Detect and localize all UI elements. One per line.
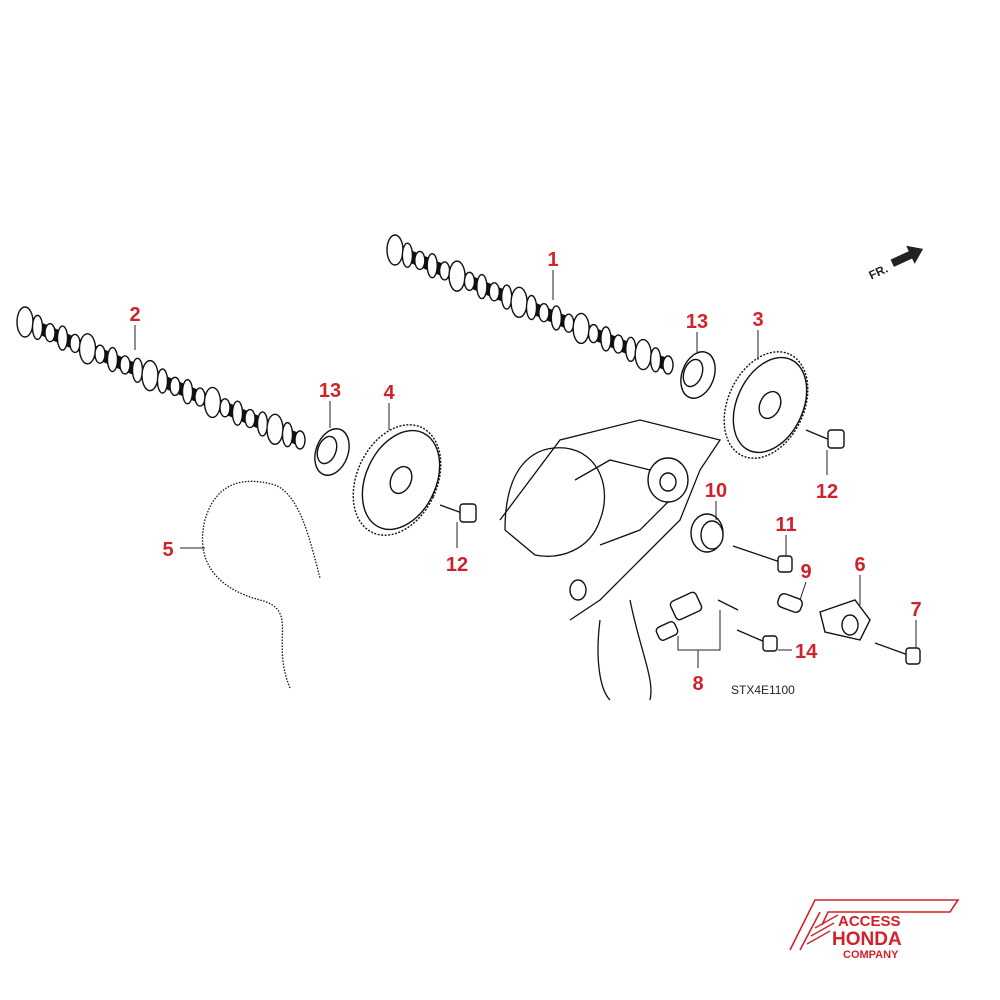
cam-lobe: [438, 261, 451, 281]
cam-lobe: [587, 323, 600, 344]
cam-lobe: [194, 387, 206, 407]
cam-lobe: [31, 314, 44, 341]
cam-lobe: [634, 338, 652, 371]
cam-lobe: [401, 242, 414, 268]
callout-8: 8: [692, 673, 703, 695]
cam-lobe: [426, 252, 438, 279]
callout-4: 4: [383, 382, 395, 404]
svg-text:COMPANY: COMPANY: [843, 949, 899, 961]
cam-lobe: [169, 376, 181, 397]
cam-lobe: [156, 368, 169, 394]
bolt-7[interactable]: [874, 642, 921, 665]
cam-lobe: [612, 334, 625, 354]
cam-lobe: [386, 234, 404, 266]
cam-lobe: [256, 411, 269, 437]
cam-lobe: [44, 323, 56, 343]
cam-lobe: [181, 379, 194, 405]
callout-7: 7: [910, 599, 921, 621]
cam-lobe: [662, 355, 674, 375]
bolt-14[interactable]: [736, 629, 778, 652]
cam-lobe: [16, 306, 34, 338]
callout-12-right: 12: [816, 481, 838, 503]
front-direction-indicator: FR.: [867, 245, 924, 283]
callout-14: 14: [795, 641, 818, 663]
cam-lobe: [69, 333, 81, 354]
cam-lobe: [219, 398, 231, 418]
cam-lobe: [94, 344, 106, 364]
cam-lobe: [231, 400, 244, 426]
cam-lobe: [525, 294, 538, 321]
callout-10: 10: [705, 480, 727, 502]
svg-text:FR.: FR.: [867, 262, 890, 283]
cam-lobe: [131, 357, 144, 383]
oil-seal-left[interactable]: [309, 424, 355, 480]
callout-11: 11: [775, 514, 796, 536]
cam-lobe: [119, 355, 131, 375]
camshaft-2[interactable]: [16, 306, 306, 450]
cam-lobe: [500, 284, 513, 310]
pulley-4[interactable]: [336, 411, 458, 550]
cam-lobe: [488, 282, 500, 302]
cam-lobe: [463, 271, 476, 292]
callout-12-left: 12: [446, 554, 468, 576]
collar[interactable]: [776, 592, 803, 613]
callout-3: 3: [752, 309, 763, 331]
cam-lobe: [510, 286, 528, 318]
bolt-11[interactable]: [732, 545, 793, 573]
front-arrow-icon: [890, 245, 924, 267]
timing-belt[interactable]: [201, 480, 321, 689]
oil-seal-right[interactable]: [675, 347, 721, 403]
diagram-code: STX4E1100: [731, 683, 795, 697]
bolt-12-right[interactable]: [805, 429, 845, 449]
leader-lines: [134, 270, 917, 668]
svg-text:HONDA: HONDA: [832, 929, 902, 950]
cam-lobe: [625, 336, 637, 363]
camshaft-1[interactable]: [386, 234, 674, 375]
callout-9: 9: [800, 561, 811, 583]
cam-lobe: [106, 346, 119, 373]
tensioner[interactable]: [819, 599, 871, 641]
access-honda-logo: ACCESS HONDA COMPANY: [789, 899, 960, 961]
engine-block: [499, 419, 722, 701]
auto-tensioner[interactable]: [655, 591, 739, 642]
cam-lobe: [448, 260, 466, 292]
callout-1: 1: [547, 249, 558, 271]
cam-lobe: [572, 312, 590, 345]
callout-13-left: 13: [319, 380, 341, 402]
cam-lobe: [538, 303, 550, 323]
cam-lobe: [244, 408, 256, 429]
cam-lobe: [203, 386, 222, 419]
cam-lobe: [550, 305, 563, 331]
cam-lobe: [266, 413, 284, 445]
bolt-12-left[interactable]: [439, 503, 477, 523]
callout-5: 5: [162, 539, 173, 561]
idler-pulley[interactable]: [690, 513, 724, 553]
cam-lobe: [56, 325, 69, 351]
cam-lobe: [476, 273, 488, 300]
cam-lobe: [563, 313, 575, 333]
callout-2: 2: [129, 304, 140, 326]
cam-lobe: [414, 250, 426, 271]
svg-text:ACCESS: ACCESS: [838, 913, 901, 930]
cam-lobe: [281, 421, 294, 448]
cam-lobe: [649, 347, 662, 373]
pulley-3[interactable]: [708, 338, 824, 472]
callout-6: 6: [854, 554, 865, 576]
cam-lobe: [78, 333, 97, 365]
cam-lobe: [294, 430, 306, 450]
cam-lobe: [141, 359, 159, 392]
cam-lobe: [600, 326, 612, 352]
callout-13-right: 13: [686, 311, 708, 333]
